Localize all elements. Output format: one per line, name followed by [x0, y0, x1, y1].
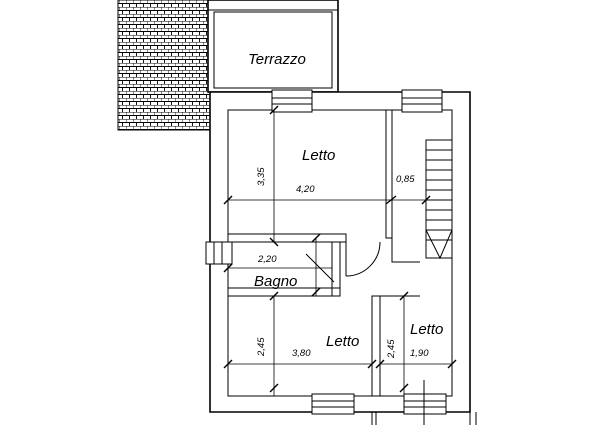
dim-bottom-left-height: 2,45 [256, 337, 267, 357]
dim-bath-width: 2,20 [257, 254, 277, 265]
dim-bottom-right-height: 2,45 [386, 339, 397, 359]
dimension-lines [223, 105, 457, 396]
room-label-bagno: Bagno [254, 273, 297, 290]
room-label-letto-bottom-right: Letto [410, 321, 443, 338]
dim-top-bedroom-height: 3,35 [256, 167, 267, 186]
dim-bottom-right-width: 1,90 [410, 348, 429, 359]
dim-stair-width: 0,85 [396, 174, 415, 185]
dim-top-bedroom-width: 4,20 [296, 184, 315, 195]
room-label-letto-top: Letto [302, 147, 335, 164]
dim-bottom-left-width: 3,80 [292, 348, 311, 359]
roof-tiles [117, 0, 215, 131]
room-label-terrazzo: Terrazzo [248, 51, 306, 68]
stairs [425, 139, 453, 260]
lower-exterior [371, 380, 477, 425]
terrace [207, 0, 339, 93]
room-label-letto-bottom-left: Letto [326, 333, 359, 350]
